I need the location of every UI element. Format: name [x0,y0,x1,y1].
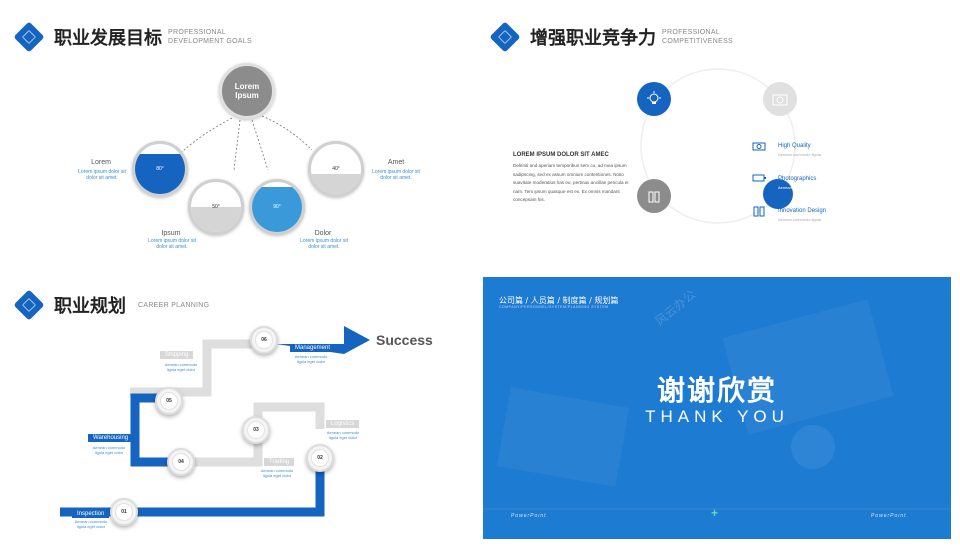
step-node: 05 [155,387,183,415]
feature-name: Innovation Design [778,208,827,214]
slide-header: 职业规划 CAREER PLANNING [13,289,210,321]
goal-label: Dolor [314,230,332,237]
camera-icon [763,82,797,116]
slide-title: 职业发展目标 [54,28,162,49]
goal-text: Lorem ipsum dolor sit dolor sit amet. [300,238,348,250]
step-number: 01 [121,509,127,515]
feature-text: Aenean commodo ligula [778,217,821,222]
step-node: 02 [306,444,334,472]
top-nav: 公司篇 / 人员篇 / 制度篇 / 规划篇 [499,296,619,305]
step-number: 05 [166,398,172,404]
career-path [60,326,370,517]
step-number: 06 [261,337,267,343]
camera-icon [752,142,766,151]
level-text: 50° [212,204,220,210]
slide-subtitle: PROFESSIONAL DEVELOPMENT GOALS [168,28,252,46]
level-text: 90° [273,204,281,210]
level-fill [135,154,185,194]
step-note: Aenean commodo ligula eget dolor [164,362,198,372]
top-nav-sub: COMPANY/PERSONNEL/SYSTEM/PLANNING SYSTEM [499,305,609,309]
center-label: Ipsum [235,91,259,100]
slide-competitiveness[interactable]: 增强职业竞争力 PROFESSIONAL COMPETITIVENESS LOR… [480,0,960,274]
footer-right: PowerPoint [871,513,907,519]
step-note: Aenean commodo ligula eget dolor [92,445,126,455]
goal-text: Lorem ipsum dolor sit dolor sit amet. [148,238,196,250]
goal-circle-amet: 40° [308,141,364,197]
goal-circle-ipsum: 50° [188,179,244,235]
battery-icon [752,174,766,182]
subtitle-line: PROFESSIONAL [662,29,721,36]
slide-thank-you[interactable]: 公司篇 / 人员篇 / 制度篇 / 规划篇 COMPANY/PERSONNEL/… [483,277,951,539]
center-circle: Lorem Ipsum [219,63,275,119]
connector-lines [181,115,313,171]
level-fill [191,207,241,232]
slide-subtitle: CAREER PLANNING [138,301,210,309]
level-fill [311,174,361,194]
step-number: 04 [178,459,184,465]
goal-circle-dolor: 90° [249,179,305,235]
goal-label: Amet [387,159,405,166]
thanks-title-cn: 谢谢欣赏 [656,374,777,407]
orbit-ring [640,68,796,224]
step-note: Aenean commodo ligula eget dolor [74,519,108,529]
step-number: 03 [253,427,259,433]
feature-text: Aenean commodo ligula [778,152,821,157]
step-note: Aenean commodo ligula eget dolor [326,430,360,440]
step-number: 02 [317,455,323,461]
step-tag: Logistics [326,420,360,428]
goal-text: Lorem ipsum dolor sit dolor sit amet. [372,169,420,181]
feature-name: Photographics [778,176,817,182]
step-tag: Warehousing [88,434,134,442]
center-label: Lorem [234,82,260,91]
slide-title: 职业规划 [54,296,126,317]
subtitle-line: COMPETITIVENESS [662,38,734,45]
feature-name: High Quality [778,143,811,149]
step-tag: Trading [264,458,295,466]
feature-text: Aenean commodo ligula [778,185,821,190]
step-tag: Shipping [160,351,194,359]
step-node: 06 [250,326,278,354]
goal-label: Lorem [91,159,111,166]
slide-career-planning[interactable]: 职业规划 CAREER PLANNING Success 01 02 03 04… [0,274,480,548]
text-body: Deleniti and aperiam temporibus sem cu, … [513,163,629,202]
subtitle-line: DEVELOPMENT GOALS [168,38,252,45]
success-label: Success [376,332,433,348]
level-text: 80° [156,166,164,172]
goal-text: Lorem ipsum dolor sit dolor sit amet. [78,169,126,181]
level-fill [252,187,302,232]
goal-label: Ipsum [161,230,181,237]
battery-icon [763,179,793,209]
slide-subtitle: PROFESSIONAL COMPETITIVENESS [662,28,733,46]
step-node: 01 [110,498,138,526]
slide-header: 增强职业竞争力 PROFESSIONAL COMPETITIVENESS [489,21,733,53]
slide-header: 职业发展目标 PROFESSIONAL DEVELOPMENT GOALS [13,21,252,53]
level-text: 40° [332,166,340,172]
step-node: 04 [167,448,195,476]
thanks-title-en: THANK YOU [645,407,789,426]
step-note: Aenean commodo ligula eget dolor [294,354,328,364]
bottles-icon [753,206,765,217]
step-tag: Management [290,344,336,352]
subtitle-line: PROFESSIONAL [168,29,227,36]
bottles-icon [637,179,671,213]
goal-circle-lorem: 80° [132,141,188,197]
background-decor [483,299,951,510]
step-note: Aenean commodo ligula eget dolor [260,468,294,478]
footer-left: PowerPoint [511,513,547,519]
plus-icon: + [711,506,719,520]
lightbulb-icon [637,82,671,116]
text-heading: LOREM IPSUM DOLOR SIT AMEC [513,152,609,158]
slide-title: 增强职业竞争力 [530,28,656,49]
step-node: 03 [242,416,270,444]
slide-career-goals[interactable]: 职业发展目标 PROFESSIONAL DEVELOPMENT GOALS Lo… [0,0,480,274]
step-tag: Inspection [72,510,110,518]
